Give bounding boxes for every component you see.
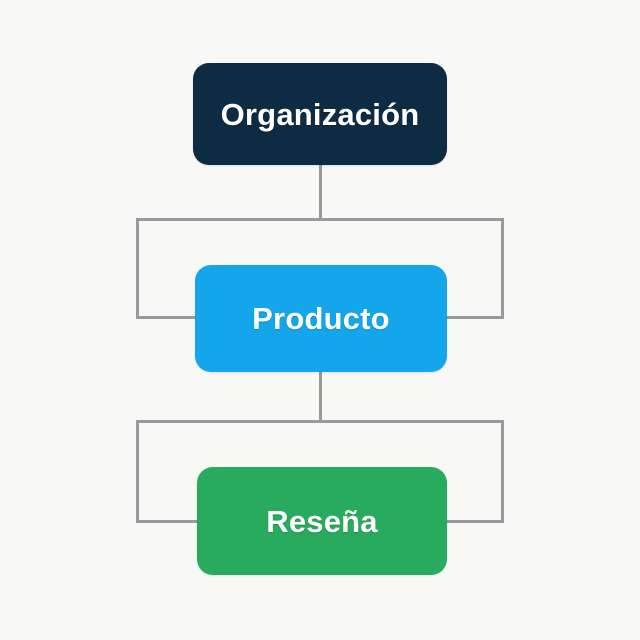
- node-organizacion[interactable]: Organización: [193, 63, 447, 165]
- edge-organizacion-producto: [136, 165, 504, 319]
- node-resena-label: Reseña: [266, 503, 378, 539]
- node-resena[interactable]: Reseña: [197, 467, 447, 575]
- node-producto-label: Producto: [252, 301, 390, 336]
- node-producto[interactable]: Producto: [195, 265, 447, 372]
- edge-producto-resena: [136, 372, 504, 523]
- node-organizacion-label: Organización: [220, 96, 420, 132]
